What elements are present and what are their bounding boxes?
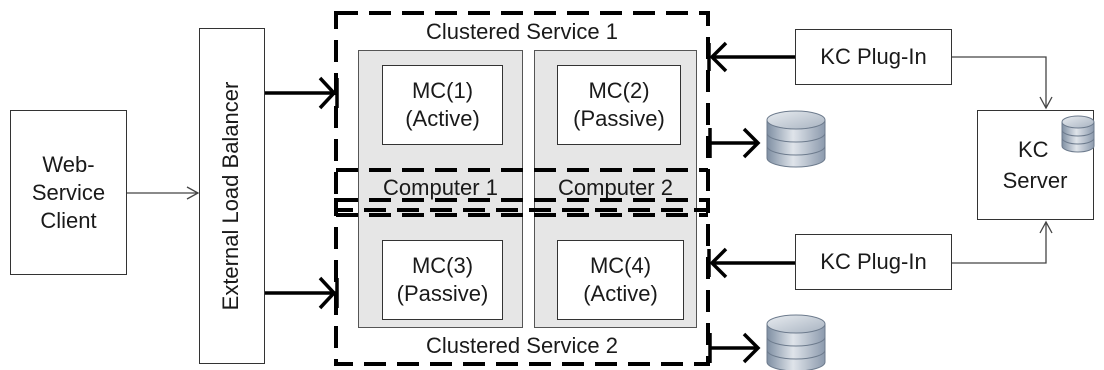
mc3-state: (Passive)	[396, 281, 489, 306]
mc4-box: MC(4) (Active)	[557, 240, 684, 320]
kc-plugin-2-box: KC Plug-In	[795, 234, 952, 290]
mc1-name: MC(1)	[411, 78, 474, 103]
mc3-name: MC(3)	[411, 253, 474, 278]
external-load-balancer-box	[199, 28, 265, 364]
computer-1-label: Computer 1	[383, 175, 498, 200]
arrow-balancer-to-cluster-1	[265, 76, 339, 110]
clustered-service-2-label: Clustered Service 2	[426, 333, 618, 358]
arrow-cluster-2-to-database	[708, 332, 761, 364]
arrow-plugin2-to-server	[952, 220, 1053, 264]
database-icon	[766, 110, 826, 168]
mc2-name: MC(2)	[588, 78, 650, 103]
computer-2-label: Computer 2	[558, 175, 673, 200]
arrow-cluster-1-to-database	[708, 127, 761, 159]
mc4-state: (Active)	[583, 281, 658, 306]
arrow-plugin2-to-cluster-2	[707, 247, 795, 279]
kc-server-line1: KC	[1018, 137, 1049, 162]
clustered-service-1-label: Clustered Service 1	[426, 19, 618, 44]
clustered-service-2-border	[334, 198, 710, 366]
web-service-client-box: Web- Service Client	[10, 110, 127, 275]
kc-plugin-2-label: KC Plug-In	[820, 249, 927, 274]
database-icon	[1061, 115, 1095, 153]
clustered-service-1-border	[334, 11, 710, 212]
database-icon	[766, 314, 826, 370]
arrow-balancer-to-cluster-2	[265, 276, 339, 310]
mc1-box: MC(1) (Active)	[382, 65, 503, 145]
web-client-line3: Client	[40, 207, 97, 233]
web-client-line2: Service	[31, 179, 106, 205]
web-client-line1: Web-	[42, 151, 95, 177]
arrow-plugin1-to-server	[952, 56, 1053, 110]
mc1-state: (Active)	[405, 106, 480, 131]
mc4-name: MC(4)	[589, 253, 652, 278]
kc-plugin-1-box: KC Plug-In	[795, 29, 952, 85]
mc2-box: MC(2) (Passive)	[557, 65, 681, 145]
kc-server-line2: Server	[1002, 168, 1068, 193]
mc2-state: (Passive)	[573, 106, 665, 131]
kc-plugin-1-label: KC Plug-In	[820, 44, 927, 69]
mc3-box: MC(3) (Passive)	[382, 240, 503, 320]
arrow-plugin1-to-cluster-1	[707, 41, 795, 73]
